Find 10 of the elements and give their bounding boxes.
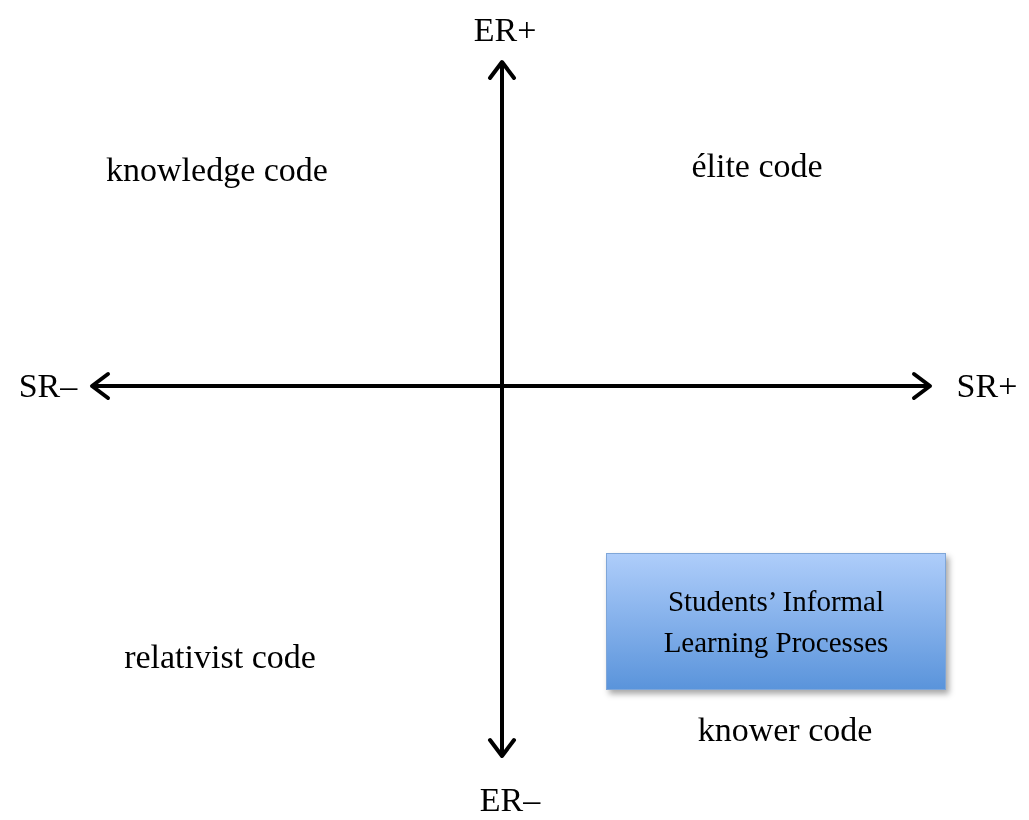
axis-label: relativist code xyxy=(124,640,316,674)
axis-label: ER– xyxy=(479,783,541,817)
axis-label: ER+ xyxy=(473,13,537,47)
axis-label: élite code xyxy=(691,149,823,183)
axis-label: knower code xyxy=(697,713,873,747)
axis-label: SR– xyxy=(18,369,78,403)
axis-label: SR+ xyxy=(956,369,1018,403)
process-box xyxy=(606,553,946,690)
box-text: Students’ Informal Learning Processes xyxy=(662,583,890,660)
axis-label: knowledge code xyxy=(106,153,328,187)
